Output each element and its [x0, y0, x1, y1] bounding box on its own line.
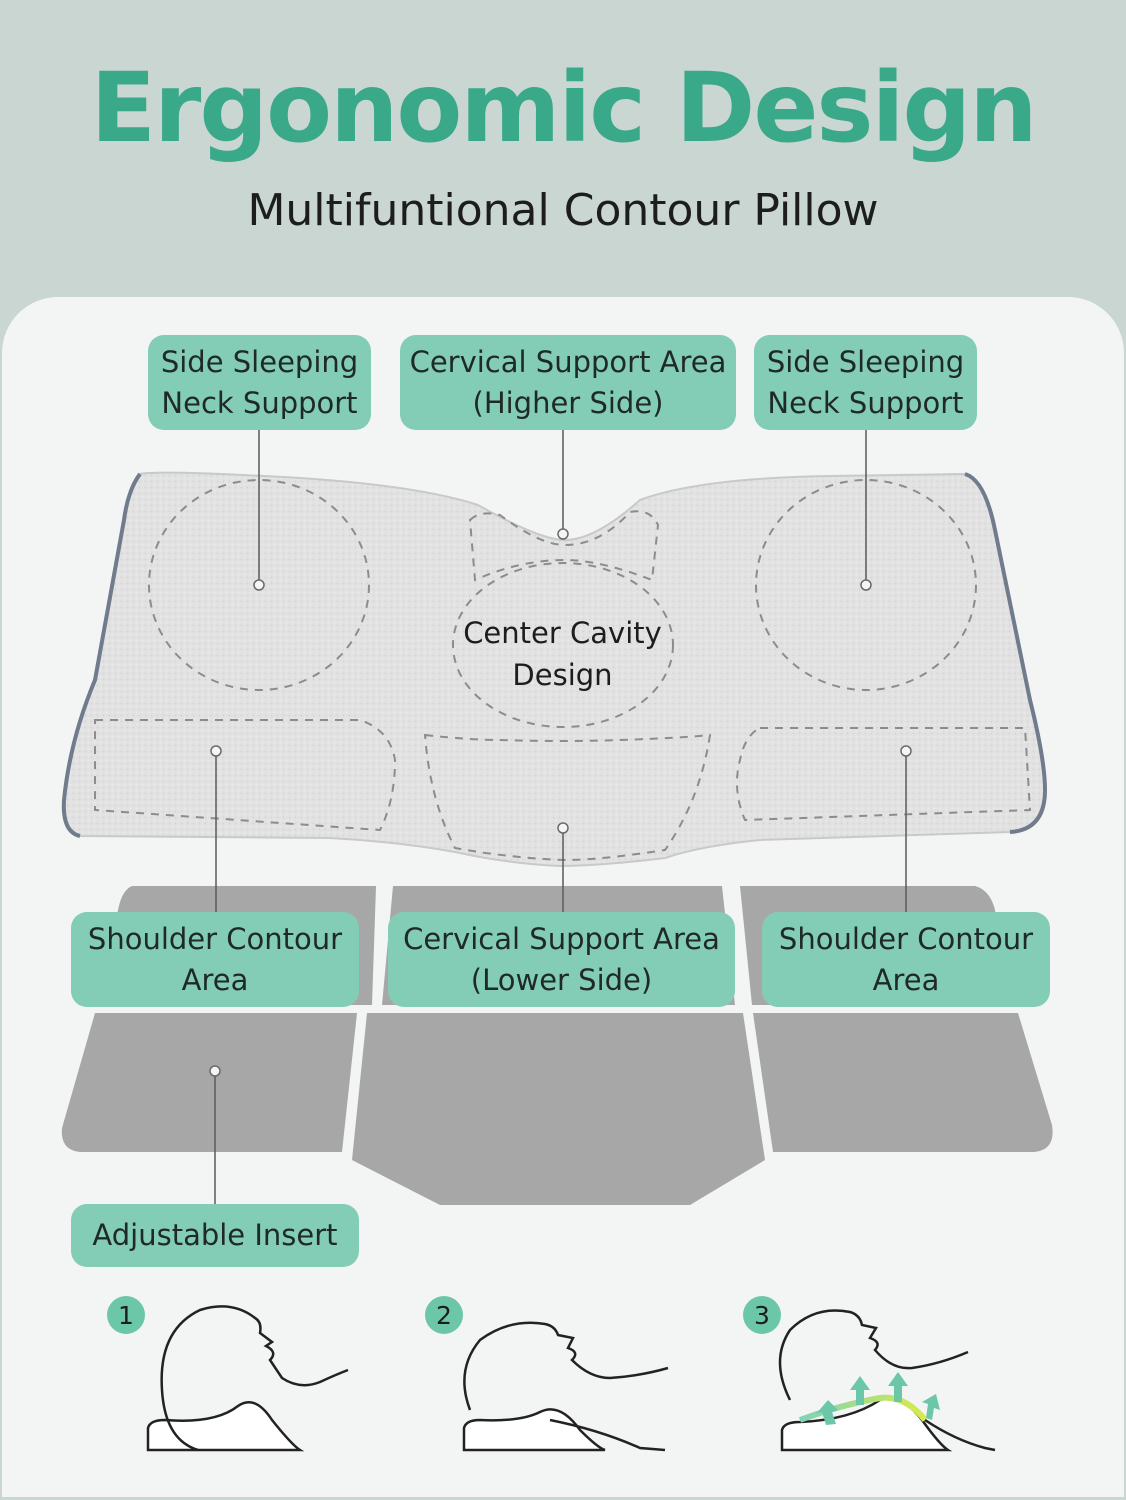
step-2-illustration: [462, 1321, 669, 1452]
label-shoulder-right: Shoulder Contour Area: [762, 912, 1050, 1007]
label-side-sleeping-right: Side Sleeping Neck Support: [754, 335, 977, 430]
label-side-sleeping-left: Side Sleeping Neck Support: [148, 335, 371, 430]
zone-right-circle: [755, 479, 977, 691]
upward-arrows-icon: [816, 1372, 940, 1425]
zone-cervical-lower: [423, 733, 712, 862]
zone-left-circle: [148, 479, 370, 691]
step-3-illustration: [778, 1309, 996, 1452]
step-badge-3: 3: [743, 1296, 781, 1334]
page-title: Ergonomic Design: [90, 52, 1037, 164]
insert-bottom-right: [753, 1013, 1053, 1152]
leader-lines: [214, 430, 907, 1204]
step-1-illustration: [146, 1305, 349, 1452]
step-badge-2: 2: [425, 1296, 463, 1334]
zone-cervical-higher: [468, 510, 660, 582]
label-shoulder-left: Shoulder Contour Area: [71, 912, 359, 1007]
leader-dots: [209, 528, 912, 1077]
zone-center-circle: [452, 562, 674, 728]
label-adjustable-insert: Adjustable Insert: [71, 1204, 359, 1267]
insert-bottom-center: [352, 1013, 765, 1205]
page-subtitle: Multifuntional Contour Pillow: [247, 185, 879, 236]
step-badge-1: 1: [107, 1296, 145, 1334]
zone-shoulder-right: [735, 727, 1032, 822]
zone-shoulder-left: [94, 719, 397, 832]
label-cervical-higher: Cervical Support Area (Higher Side): [400, 335, 736, 430]
label-cervical-lower: Cervical Support Area (Lower Side): [388, 912, 735, 1007]
label-center-cavity: Center Cavity Design: [463, 616, 662, 692]
pillow-body: [61, 471, 1048, 868]
insert-bottom-left: [61, 1013, 358, 1152]
